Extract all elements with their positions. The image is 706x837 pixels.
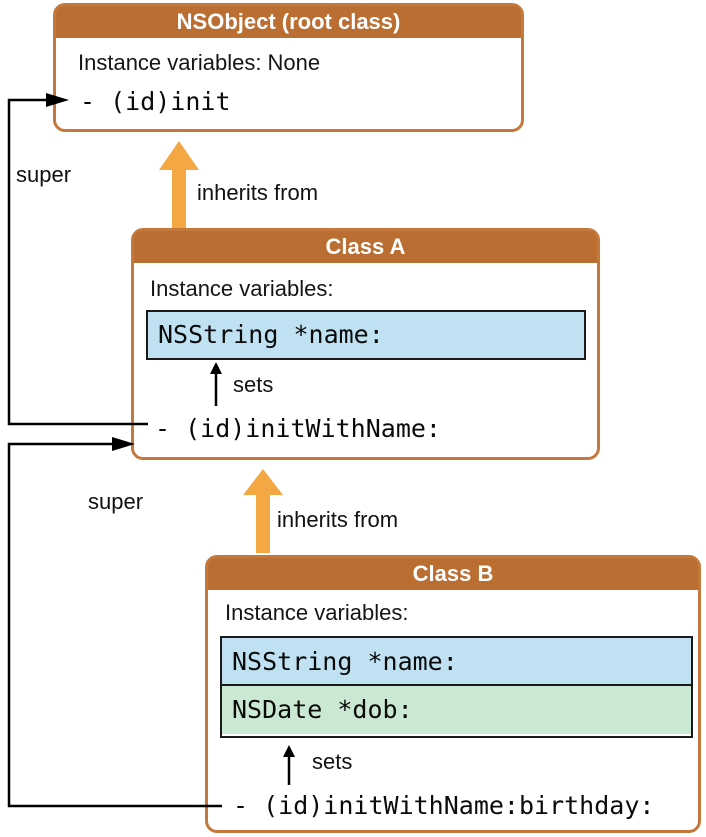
class-a-title: Class A <box>134 231 597 263</box>
class-b-ivar-dob: NSDate *dob: <box>222 686 691 734</box>
sets-label-a: sets <box>233 372 274 397</box>
inherits-arrow-classa-to-nsobject <box>159 141 199 228</box>
nsobject-class-box: NSObject (root class) Instance variables… <box>53 3 524 132</box>
class-a-ivar-name: NSString *name: <box>146 310 586 360</box>
class-b-ivar-table: NSString *name: NSDate *dob: <box>220 636 693 738</box>
nsobject-method-init: - (id)init <box>80 87 231 116</box>
class-a-method-initwithname: - (id)initWithName: <box>155 414 441 443</box>
super-label-b: super <box>88 489 144 514</box>
class-b-method-initwithname-birthday: - (id)initWithName:birthday: <box>233 791 655 820</box>
class-b-ivars-label: Instance variables: <box>225 600 409 625</box>
super-line-classa-to-nsobject <box>7 98 148 426</box>
super-label-a: super <box>16 162 72 187</box>
nsobject-title: NSObject (root class) <box>56 6 521 38</box>
class-b-ivar-name: NSString *name: <box>222 638 691 686</box>
inherits-from-label-b: inherits from <box>277 507 399 532</box>
nsobject-ivars-label: Instance variables: None <box>78 50 321 75</box>
inherits-from-label-a: inherits from <box>197 180 319 205</box>
class-b-title: Class B <box>208 558 698 590</box>
sets-label-b: sets <box>312 749 353 774</box>
class-a-box: Class A Instance variables: NSString *na… <box>131 228 600 460</box>
class-b-box: Class B Instance variables: NSString *na… <box>205 555 701 833</box>
class-a-ivars-label: Instance variables: <box>150 276 334 301</box>
